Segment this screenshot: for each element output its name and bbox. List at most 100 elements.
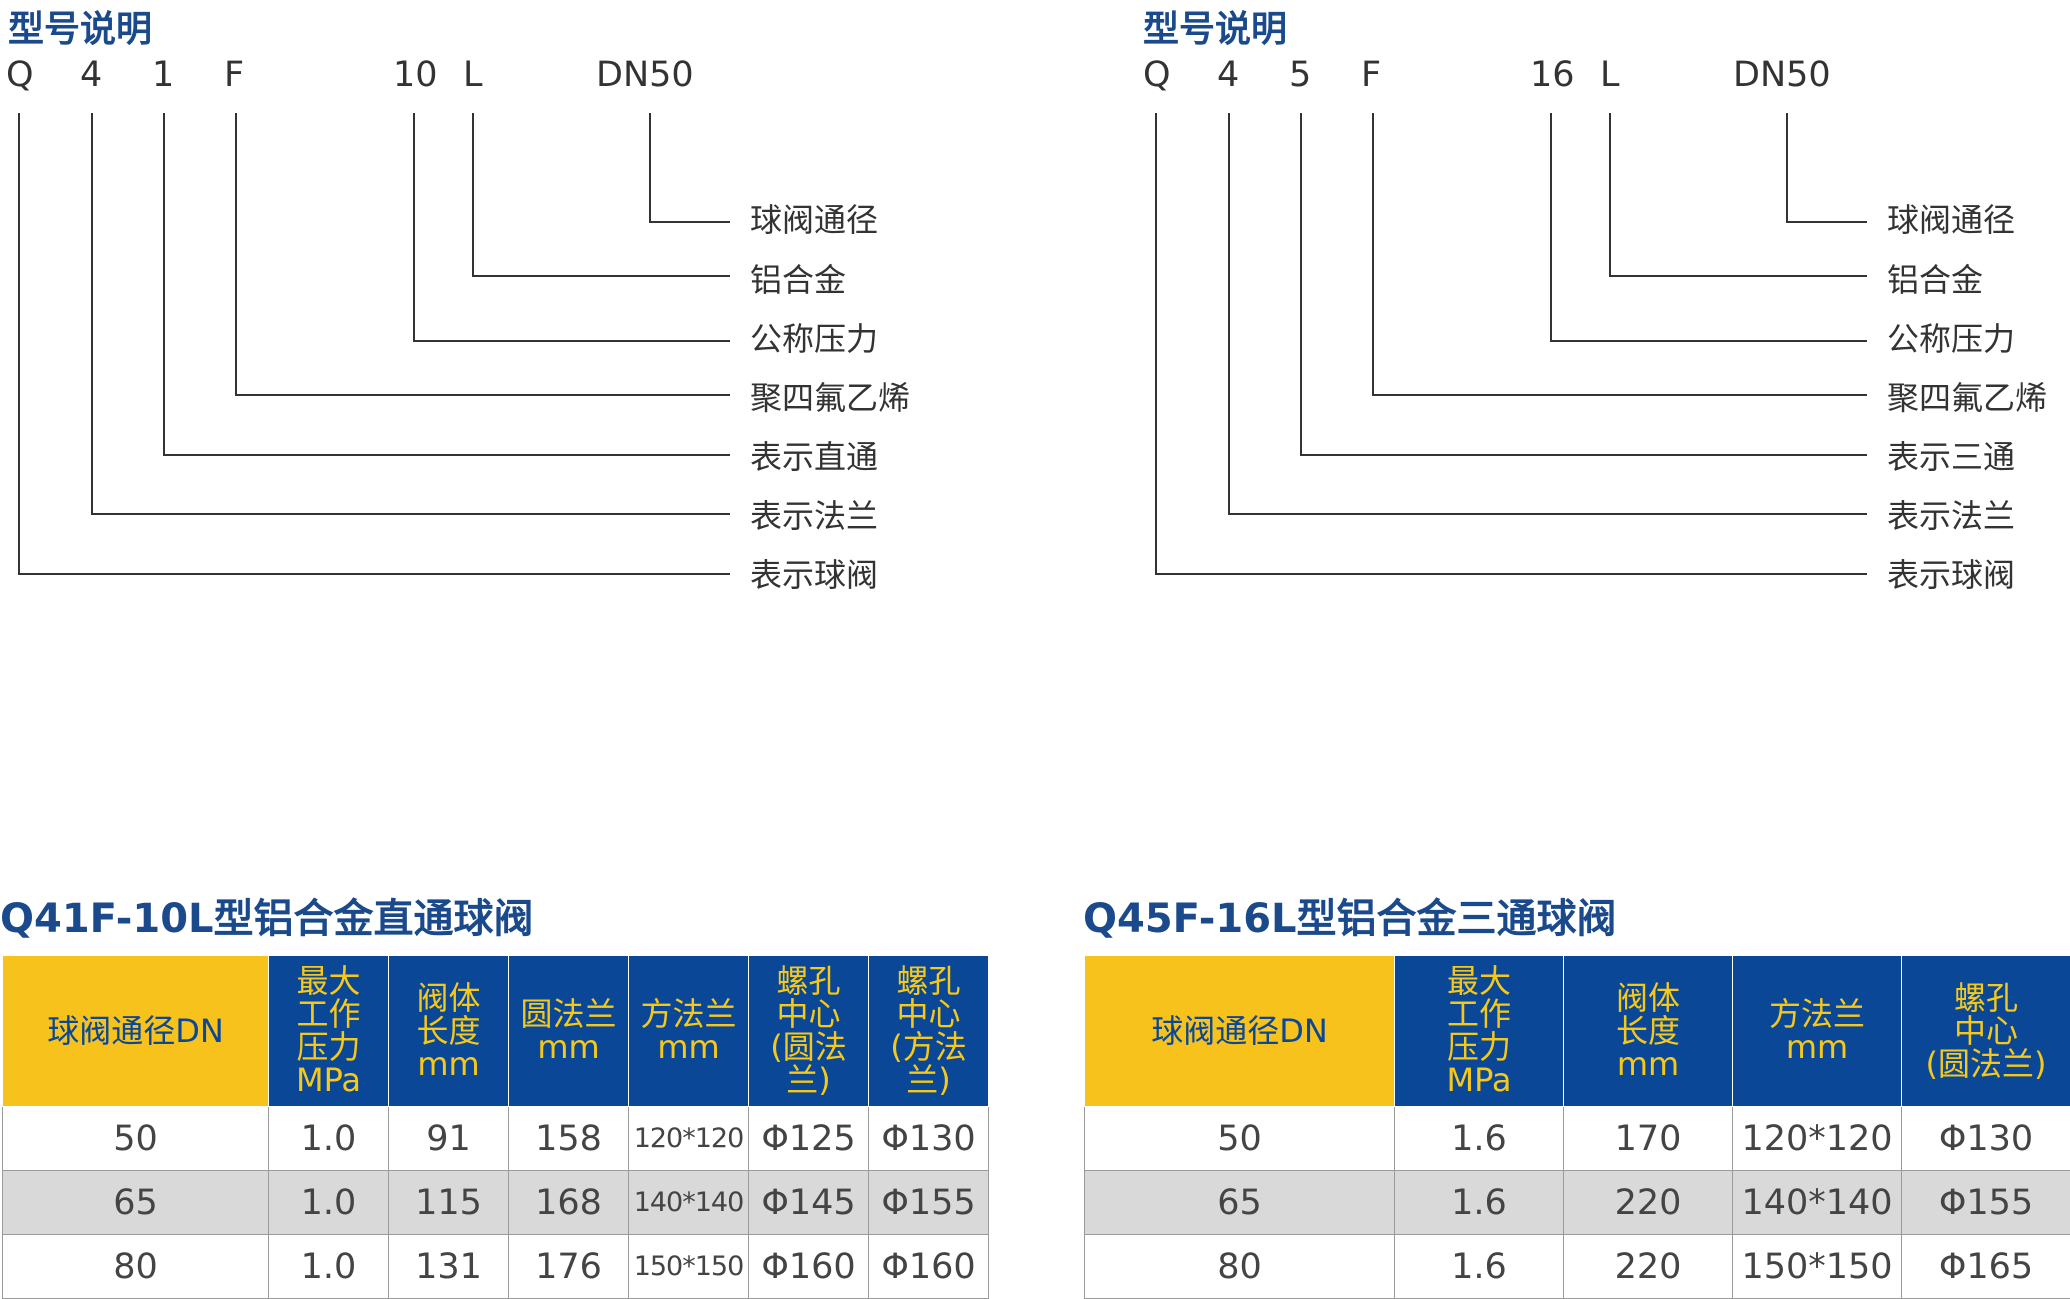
table-cell: 115: [389, 1171, 509, 1235]
table-cell: 131: [389, 1235, 509, 1299]
table-cell: 220: [1564, 1171, 1733, 1235]
table-row: 50 1.0 91 158 120*120 Φ125 Φ130: [3, 1107, 989, 1171]
legend-seal: 聚四氟乙烯: [750, 382, 910, 414]
table-cell: 91: [389, 1107, 509, 1171]
table-cell: 120*120: [629, 1107, 749, 1171]
connector-connection: [92, 113, 730, 514]
code-char-structure: 1: [152, 58, 174, 93]
table-row: 80 1.6 220 150*150 Φ165: [1085, 1235, 2070, 1299]
col-header-length: 阀体 长度 mm: [1564, 956, 1733, 1107]
col-header-square-flange: 方法兰 mm: [1733, 956, 1902, 1107]
table-cell: Φ155: [869, 1171, 989, 1235]
code-char-type: Q: [1143, 58, 1171, 93]
table-cell: 1.6: [1395, 1171, 1564, 1235]
connector-pressure: [1551, 113, 1867, 341]
col-header-bolt-square: 螺孔 中心 (方法兰): [869, 956, 989, 1107]
legend-pressure: 公称压力: [1887, 323, 2015, 355]
legend-connection: 表示法兰: [1887, 500, 2015, 532]
table-header-row: 球阀通径DN 最大 工作 压力 MPa 阀体 长度 mm 圆法兰 mm 方法兰 …: [3, 956, 989, 1107]
table-cell: 80: [1085, 1235, 1395, 1299]
table-cell: Φ145: [749, 1171, 869, 1235]
col-header-bolt-round: 螺孔 中心 (圆法兰): [1902, 956, 2070, 1107]
table-cell: 50: [1085, 1107, 1395, 1171]
connector-type: [1156, 113, 1867, 574]
table-cell: Φ155: [1902, 1171, 2070, 1235]
table-cell: 65: [3, 1171, 269, 1235]
connector-seal: [1373, 113, 1867, 395]
connector-seal: [236, 113, 730, 395]
table-cell: 140*140: [629, 1171, 749, 1235]
col-header-round-flange: 圆法兰 mm: [509, 956, 629, 1107]
code-char-dn: DN50: [1733, 58, 1831, 93]
connector-structure: [1301, 113, 1867, 455]
connector-material: [1610, 113, 1867, 276]
connector-material: [473, 113, 730, 276]
legend-pressure: 公称压力: [750, 323, 878, 355]
table-cell: Φ160: [749, 1235, 869, 1299]
col-header-length: 阀体 长度 mm: [389, 956, 509, 1107]
left-spec-table: 球阀通径DN 最大 工作 压力 MPa 阀体 长度 mm 圆法兰 mm 方法兰 …: [2, 955, 989, 1299]
right-table-title: Q45F-16L型铝合金三通球阀: [1083, 886, 1617, 944]
legend-type: 表示球阀: [750, 559, 878, 591]
left-table-title: Q41F-10L型铝合金直通球阀: [0, 886, 534, 944]
col-header-pressure: 最大 工作 压力 MPa: [269, 956, 389, 1107]
col-header-dn: 球阀通径DN: [3, 956, 269, 1107]
connector-connection: [1229, 113, 1867, 514]
table-header-row: 球阀通径DN 最大 工作 压力 MPa 阀体 长度 mm 方法兰 mm 螺孔 中…: [1085, 956, 2070, 1107]
code-char-material: L: [1600, 58, 1620, 93]
legend-connection: 表示法兰: [750, 500, 878, 532]
table-cell: 120*120: [1733, 1107, 1902, 1171]
connector-pressure: [414, 113, 730, 341]
table-row: 50 1.6 170 120*120 Φ130: [1085, 1107, 2070, 1171]
table-cell: Φ130: [869, 1107, 989, 1171]
right-spec-table: 球阀通径DN 最大 工作 压力 MPa 阀体 长度 mm 方法兰 mm 螺孔 中…: [1084, 955, 2070, 1299]
connector-type: [19, 113, 730, 574]
table-cell: 1.0: [269, 1235, 389, 1299]
legend-type: 表示球阀: [1887, 559, 2015, 591]
connector-dn: [1787, 113, 1867, 222]
code-char-connection: 4: [80, 58, 102, 93]
table-cell: 220: [1564, 1235, 1733, 1299]
table-row: 65 1.6 220 140*140 Φ155: [1085, 1171, 2070, 1235]
legend-dn: 球阀通径: [1887, 204, 2015, 236]
table-cell: Φ165: [1902, 1235, 2070, 1299]
table-cell: 168: [509, 1171, 629, 1235]
code-char-pressure: 10: [393, 58, 438, 93]
table-cell: 50: [3, 1107, 269, 1171]
table-cell: 150*150: [1733, 1235, 1902, 1299]
code-char-dn: DN50: [596, 58, 694, 93]
connector-structure: [164, 113, 730, 455]
table-cell: 1.0: [269, 1107, 389, 1171]
table-cell: 80: [3, 1235, 269, 1299]
table-cell: 140*140: [1733, 1171, 1902, 1235]
left-model-diagram: Q 4 1 F 10 L DN50 球阀通径 铝合金 公称压力 聚四氟乙烯 表示…: [0, 0, 1030, 600]
table-row: 80 1.0 131 176 150*150 Φ160 Φ160: [3, 1235, 989, 1299]
table-cell: 65: [1085, 1171, 1395, 1235]
table-cell: Φ160: [869, 1235, 989, 1299]
code-char-type: Q: [6, 58, 34, 93]
legend-structure: 表示三通: [1887, 441, 2015, 473]
table-cell: 170: [1564, 1107, 1733, 1171]
code-char-seal: F: [1361, 58, 1381, 93]
legend-seal: 聚四氟乙烯: [1887, 382, 2047, 414]
table-cell: 176: [509, 1235, 629, 1299]
connector-dn: [650, 113, 730, 222]
table-cell: Φ130: [1902, 1107, 2070, 1171]
table-cell: 150*150: [629, 1235, 749, 1299]
col-header-square-flange: 方法兰 mm: [629, 956, 749, 1107]
code-char-structure: 5: [1289, 58, 1311, 93]
table-cell: Φ125: [749, 1107, 869, 1171]
col-header-dn: 球阀通径DN: [1085, 956, 1395, 1107]
table-row: 65 1.0 115 168 140*140 Φ145 Φ155: [3, 1171, 989, 1235]
code-char-seal: F: [224, 58, 244, 93]
table-cell: 1.6: [1395, 1235, 1564, 1299]
code-char-pressure: 16: [1530, 58, 1575, 93]
code-char-connection: 4: [1217, 58, 1239, 93]
col-header-bolt-round: 螺孔 中心 (圆法兰): [749, 956, 869, 1107]
legend-material: 铝合金: [750, 264, 846, 296]
table-cell: 1.6: [1395, 1107, 1564, 1171]
table-cell: 158: [509, 1107, 629, 1171]
right-model-diagram: Q 4 5 F 16 L DN50 球阀通径 铝合金 公称压力 聚四氟乙烯 表示…: [1137, 0, 2070, 600]
table-cell: 1.0: [269, 1171, 389, 1235]
legend-dn: 球阀通径: [750, 204, 878, 236]
